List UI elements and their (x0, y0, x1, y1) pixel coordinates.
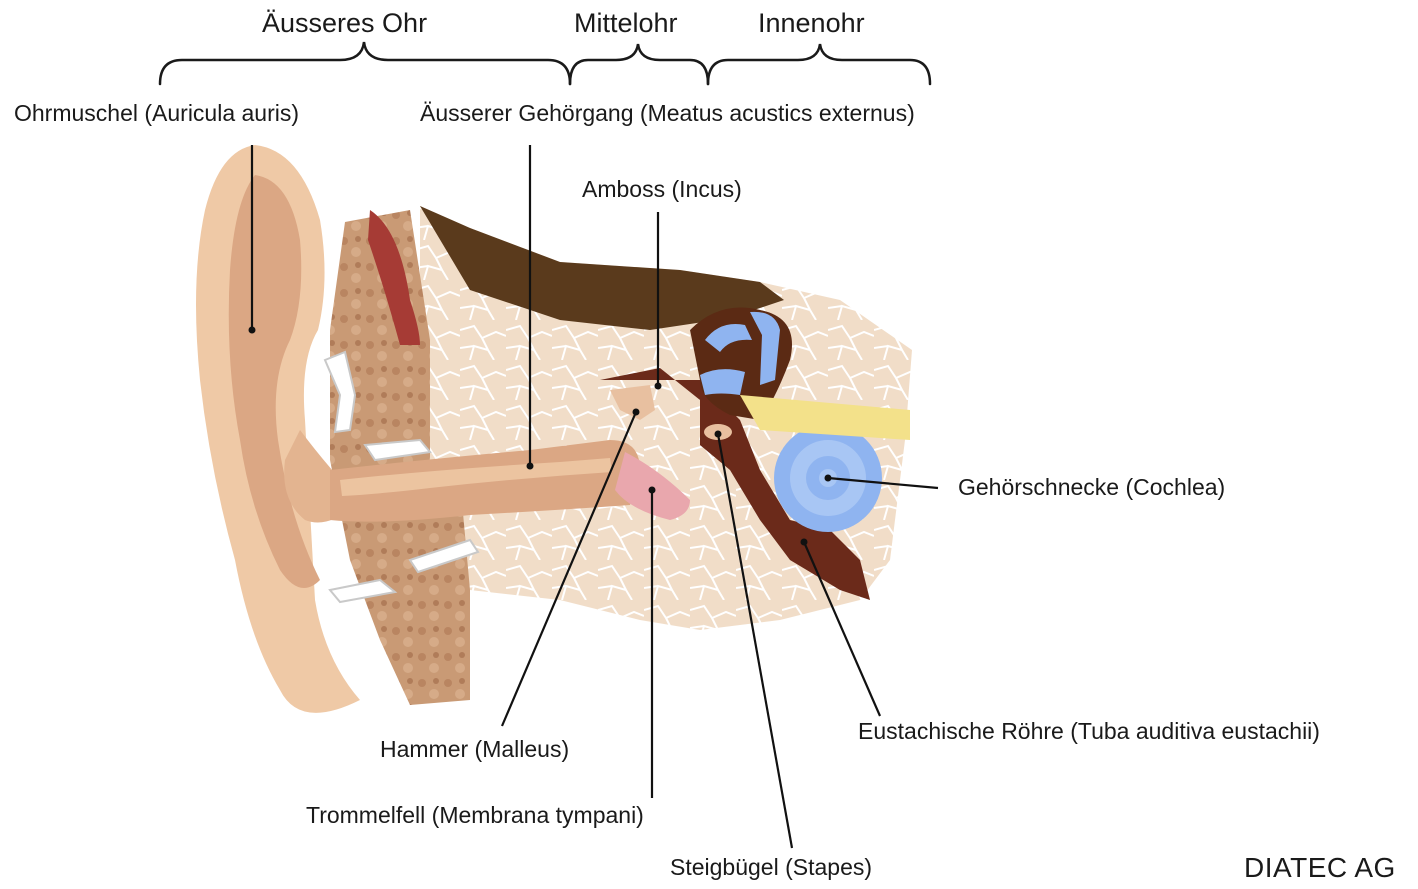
label-auricle: Ohrmuschel (Auricula auris) (14, 102, 299, 125)
label-stapes: Steigbügel (Stapes) (670, 856, 872, 879)
section-brackets (160, 42, 930, 84)
section-title-outer-ear: Äusseres Ohr (262, 10, 427, 37)
brand-logo-text: DIATEC AG (1244, 854, 1396, 882)
label-malleus: Hammer (Malleus) (380, 738, 569, 761)
label-eustachian-tube: Eustachische Röhre (Tuba auditiva eustac… (858, 720, 1320, 743)
label-eardrum: Trommelfell (Membrana tympani) (306, 804, 644, 827)
label-ear-canal: Äusserer Gehörgang (Meatus acustics exte… (420, 102, 915, 125)
bracket-inner-ear (708, 44, 930, 84)
section-title-middle-ear: Mittelohr (574, 10, 678, 37)
bracket-middle-ear (570, 44, 708, 84)
label-cochlea: Gehörschnecke (Cochlea) (958, 476, 1225, 499)
bracket-outer-ear (160, 42, 570, 84)
section-title-inner-ear: Innenohr (758, 10, 865, 37)
label-incus: Amboss (Incus) (582, 178, 742, 201)
